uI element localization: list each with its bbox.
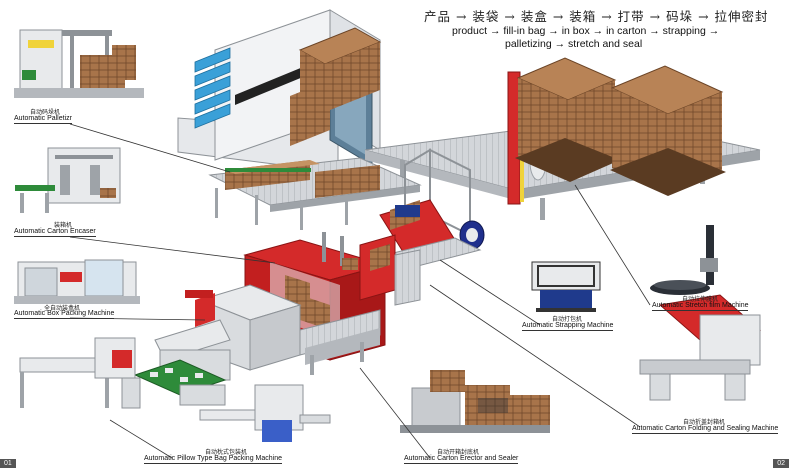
carton-encaser-thumbnail	[15, 147, 121, 213]
stretch-film-thumbnail	[650, 225, 718, 295]
leader-lines	[69, 123, 651, 459]
label-palletizer-en: Automatic Palletizr	[14, 115, 72, 124]
carton-erector-center	[359, 234, 421, 306]
page-number-left: 01	[0, 459, 16, 468]
label-folding-sealing-en: Automatic Carton Folding and Sealing Mac…	[632, 425, 779, 434]
label-erector-en: Automatic Carton Erector and Sealer	[404, 455, 519, 464]
page-number-right: 02	[773, 459, 789, 468]
label-encaser-cn: 装箱机	[54, 222, 73, 229]
label-encaser-en: Automatic Carton Encaser	[14, 228, 96, 237]
label-strapping-cn: 自动打包机	[552, 316, 583, 323]
label-box-packing-cn: 全自动装盒机	[44, 305, 81, 312]
label-strapping-en: Automatic Strapping Machine	[522, 322, 614, 331]
label-pillow-en: Automatic Pillow Type Bag Packing Machin…	[144, 455, 282, 464]
label-pillow-cn: 自动枕式包装机	[205, 449, 248, 456]
label-stretch-film-en: Automatic Stretch film Machine	[652, 302, 749, 311]
palletizer-thumbnail	[14, 29, 144, 98]
flow-title-en-line2: palletizing → stretch and seal	[505, 38, 643, 50]
carton-erector-thumbnail	[400, 370, 550, 433]
bag-conveyor	[133, 359, 227, 406]
label-box-packing-en: Automatic Box Packing Machine	[14, 310, 115, 319]
label-folding-sealing-cn: 自动折盖封箱机	[683, 419, 726, 426]
box-packing-thumbnail	[14, 259, 140, 304]
palletizer-enclosure	[177, 9, 382, 173]
stretch-wrapper-station	[507, 57, 620, 205]
finished-pallet	[610, 65, 726, 196]
flow-title-cn: 产品 → 装袋 → 装盒 → 装箱 → 打带 → 码垛 → 拉伸密封	[424, 9, 769, 24]
folding-sealing-thumbnail	[639, 294, 762, 401]
strapping-thumbnail	[531, 261, 601, 312]
pillow-packer-2-thumbnail	[199, 384, 331, 442]
label-stretch-film-cn: 自动拉伸膜机	[682, 296, 719, 303]
flow-title-en-line1: product → fill-in bag → in box → in cart…	[452, 25, 720, 37]
upper-carton-conveyor	[208, 157, 422, 230]
label-erector-cn: 自动开箱封底机	[437, 449, 480, 456]
pillow-packer-thumbnail	[19, 337, 141, 409]
label-palletizer-cn: 自动码垛机	[30, 109, 61, 116]
